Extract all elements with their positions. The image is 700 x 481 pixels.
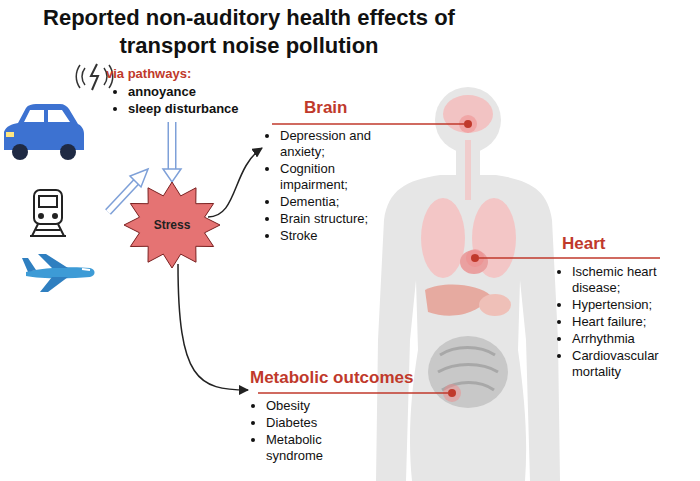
bullet-item: sleep disturbance <box>128 101 246 117</box>
group-heading: Heart <box>556 234 696 254</box>
heart-organ <box>460 250 488 274</box>
bullet-item: Obesity <box>266 398 378 414</box>
metabolic-dot <box>448 389 456 397</box>
bullet-item: Metabolic syndrome <box>266 432 378 464</box>
brain-organ <box>443 95 493 133</box>
bullet-list: Ischemic heart disease;Hypertension;Hear… <box>556 264 700 380</box>
heart-leader <box>479 257 660 259</box>
stress-label: Stress <box>154 218 191 232</box>
pathways-box: via pathways: annoyancesleep disturbance <box>106 66 246 118</box>
brain-dot <box>464 120 472 128</box>
stress-burst: Stress <box>122 180 222 270</box>
left-lung <box>421 198 465 278</box>
body-silhouette <box>376 175 560 481</box>
plane-icon <box>22 254 95 292</box>
brain-group: BrainDepression and anxiety;Cognition im… <box>264 98 396 245</box>
heart-dot <box>471 254 479 262</box>
hollow-arrow-head <box>163 169 181 182</box>
bullet-item: Dementia; <box>280 194 402 210</box>
car-icon <box>4 104 84 160</box>
curved-arrow-connector <box>208 148 262 217</box>
intestine-coils <box>438 348 498 391</box>
bullet-list: Depression and anxiety;Cognition impairm… <box>264 128 402 244</box>
metabolic-leader <box>258 392 448 394</box>
bullet-list: ObesityDiabetesMetabolic syndrome <box>250 398 378 464</box>
bullet-item: Heart failure; <box>572 314 700 330</box>
liver <box>425 285 490 316</box>
bullet-item: Hypertension; <box>572 297 700 313</box>
bullet-item: Brain structure; <box>280 211 402 227</box>
bullet-item: Cognition impairment; <box>280 161 402 193</box>
diagram-title: Reported non-auditory health effects of … <box>14 4 484 60</box>
bullet-item: Cardiovascular mortality <box>572 348 700 380</box>
curved-arrow-connector <box>178 264 248 390</box>
metabolic-group: Metabolic outcomesObesityDiabetesMetabol… <box>250 368 440 465</box>
brain-leader <box>272 123 464 125</box>
hollow-arrow-connector <box>168 122 177 170</box>
bullet-item: Arrhythmia <box>572 331 700 347</box>
bullet-item: annoyance <box>128 84 246 100</box>
bullet-item: Ischemic heart disease; <box>572 264 700 296</box>
group-heading: via pathways: <box>106 66 246 82</box>
intestines <box>428 336 508 408</box>
bullet-list: annoyancesleep disturbance <box>106 84 246 117</box>
hollow-arrow-inner <box>169 122 175 170</box>
bullet-item: Stroke <box>280 228 402 244</box>
train-icon <box>30 190 66 236</box>
trachea <box>465 140 471 200</box>
bullet-item: Depression and anxiety; <box>280 128 402 160</box>
group-heading: Brain <box>264 98 396 118</box>
group-heading: Metabolic outcomes <box>250 368 440 388</box>
bullet-item: Diabetes <box>266 415 378 431</box>
heart-group: HeartIschemic heart disease;Hypertension… <box>556 234 696 381</box>
stomach <box>479 294 511 316</box>
